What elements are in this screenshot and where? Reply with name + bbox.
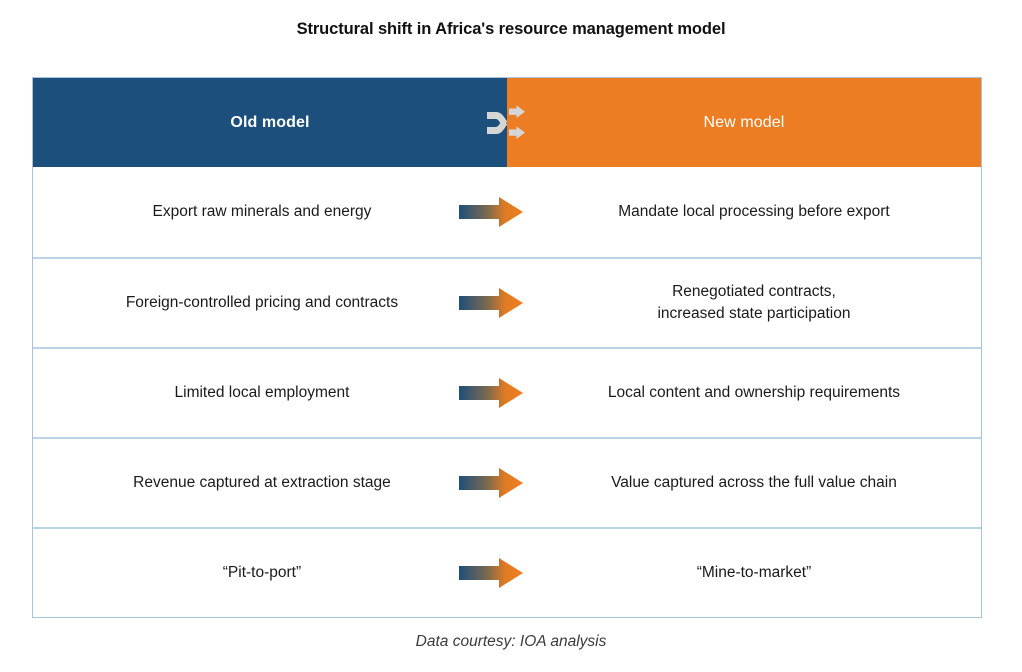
new-model-text: Mandate local processing before export xyxy=(618,203,890,220)
cell-transition-arrow xyxy=(458,259,527,347)
cell-transition-arrow xyxy=(458,349,527,437)
page-title: Structural shift in Africa's resource ma… xyxy=(296,20,726,38)
cell-old-model: Revenue captured at extraction stage xyxy=(33,439,491,527)
cell-new-model: Value captured across the full value cha… xyxy=(527,439,981,527)
header-label-new-model: New model xyxy=(703,113,785,131)
comparison-table: Old model New model Export raw minerals … xyxy=(32,77,982,618)
right-arrow-icon xyxy=(457,196,525,228)
header-label-old-model: Old model xyxy=(230,113,310,131)
cell-old-model: Foreign-controlled pricing and contracts xyxy=(33,259,491,347)
old-model-text: Limited local employment xyxy=(174,384,350,401)
table-row: Limited local employment xyxy=(33,347,981,437)
cell-new-model: “Mine-to-market” xyxy=(527,529,981,617)
right-arrow-icon xyxy=(457,287,525,319)
new-model-text: Renegotiated contracts, increased state … xyxy=(657,283,851,322)
new-model-text: Value captured across the full value cha… xyxy=(611,474,897,491)
header-cell-old-model: Old model xyxy=(33,78,507,167)
right-arrow-icon xyxy=(457,377,525,409)
new-model-text: “Mine-to-market” xyxy=(696,564,812,581)
old-model-text: Export raw minerals and energy xyxy=(152,203,372,220)
old-model-text: “Pit-to-port” xyxy=(222,564,302,581)
cell-old-model: “Pit-to-port” xyxy=(33,529,491,617)
cell-new-model: Local content and ownership requirements xyxy=(527,349,981,437)
old-model-text: Revenue captured at extraction stage xyxy=(133,474,391,491)
right-arrow-icon xyxy=(457,467,525,499)
cell-transition-arrow xyxy=(458,529,527,617)
cell-old-model: Limited local employment xyxy=(33,349,491,437)
new-model-text: Local content and ownership requirements xyxy=(607,384,900,401)
source-caption: Data courtesy: IOA analysis xyxy=(415,633,607,650)
cell-new-model: Mandate local processing before export xyxy=(527,167,981,257)
cell-transition-arrow xyxy=(458,167,527,257)
table-row: Foreign-controlled pricing and contracts xyxy=(33,257,981,347)
table-body: Export raw minerals and energy xyxy=(33,167,981,617)
old-model-text: Foreign-controlled pricing and contracts xyxy=(125,294,399,311)
right-arrow-icon xyxy=(457,557,525,589)
cell-transition-arrow xyxy=(458,439,527,527)
cell-new-model: Renegotiated contracts, increased state … xyxy=(527,259,981,347)
table-row: Revenue captured at extraction stage xyxy=(33,437,981,527)
table-header-row: Old model New model xyxy=(33,78,981,167)
cell-old-model: Export raw minerals and energy xyxy=(33,167,491,257)
table-row: “Pit-to-port” xyxy=(33,527,981,617)
table-row: Export raw minerals and energy xyxy=(33,167,981,257)
header-cell-new-model: New model xyxy=(507,78,981,167)
